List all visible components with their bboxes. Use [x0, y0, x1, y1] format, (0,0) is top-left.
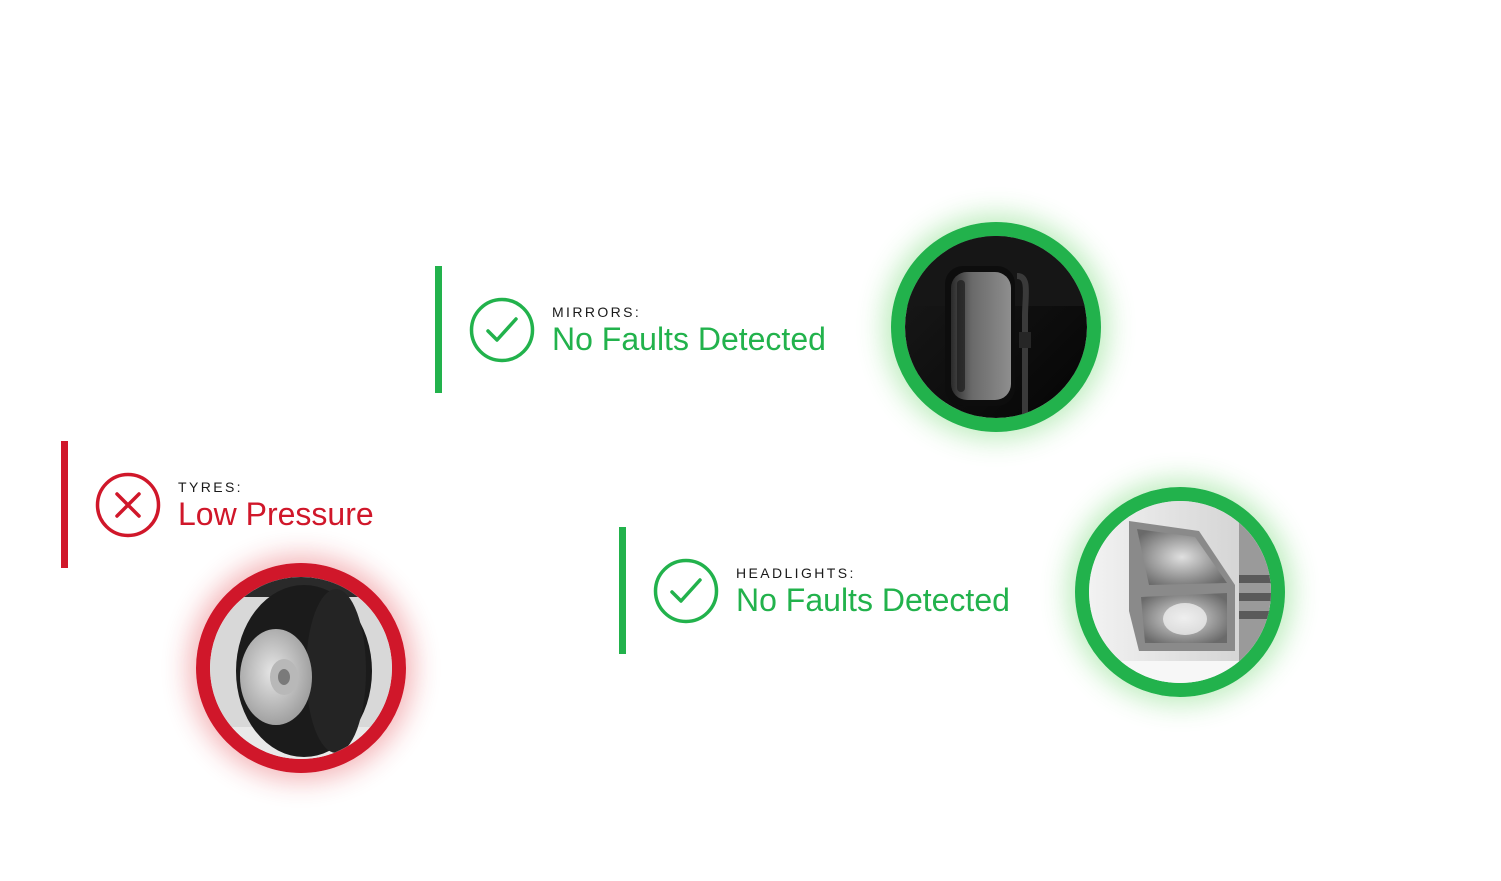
headlights-label: HEADLIGHTS:: [736, 564, 856, 581]
mirrors-status-bar: [435, 266, 442, 393]
mirrors-label: MIRRORS:: [552, 303, 642, 320]
side-mirror-photo: [891, 222, 1101, 432]
x-circle-icon: [95, 472, 161, 537]
tyres-status-card: TYRES: Low Pressure: [61, 441, 374, 568]
tyres-label: TYRES:: [178, 478, 243, 495]
headlights-status-card: HEADLIGHTS: No Faults Detected: [619, 527, 1010, 654]
mirrors-status-text: No Faults Detected: [552, 320, 826, 357]
mirrors-status-card: MIRRORS: No Faults Detected: [435, 266, 826, 393]
tyres-status-bar: [61, 441, 68, 568]
headlights-status-text: No Faults Detected: [736, 581, 1010, 618]
check-circle-icon: [653, 558, 719, 623]
tyres-status-text: Low Pressure: [178, 495, 374, 532]
truck-tyre-photo: [196, 563, 406, 773]
headlight-photo: [1075, 487, 1285, 697]
headlights-status-bar: [619, 527, 626, 654]
check-circle-icon: [469, 297, 535, 362]
